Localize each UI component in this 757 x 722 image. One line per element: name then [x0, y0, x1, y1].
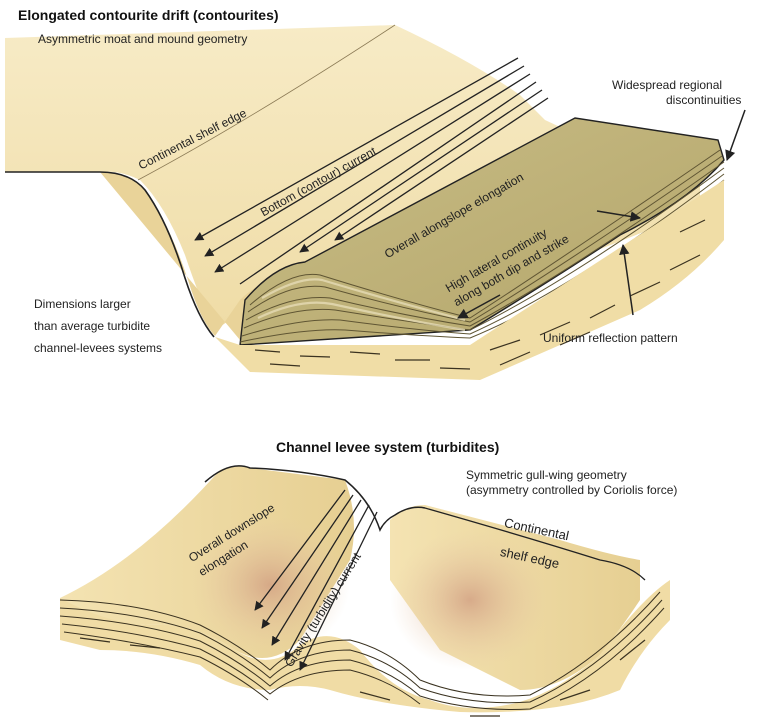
bottom-subtitle-2: (asymmetry controlled by Coriolis force) [466, 483, 677, 498]
label-uniform-reflection: Uniform reflection pattern [543, 331, 678, 346]
bottom-title: Channel levee system (turbidites) [276, 440, 499, 455]
label-dimensions-2: than average turbidite [34, 319, 150, 334]
channel-levee-block [60, 465, 670, 716]
bottom-subtitle-1: Symmetric gull-wing geometry [466, 468, 627, 483]
label-discontinuities-1: Widespread regional [612, 78, 722, 93]
top-title: Elongated contourite drift (contourites) [18, 8, 279, 23]
label-discontinuities-2: discontinuities [666, 93, 741, 108]
label-dimensions-1: Dimensions larger [34, 297, 131, 312]
label-dimensions-3: channel-levees systems [34, 341, 162, 356]
top-subtitle: Asymmetric moat and mound geometry [38, 32, 247, 47]
